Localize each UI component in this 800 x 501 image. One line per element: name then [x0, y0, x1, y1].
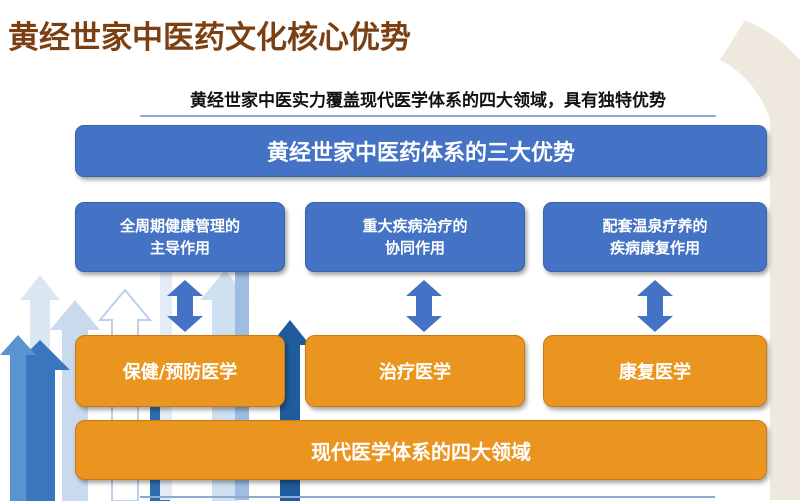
decorative-ring — [720, 20, 800, 500]
advantage-line: 主导作用 — [149, 239, 210, 257]
advantage-box-rehabilitation: 配套温泉疗养的疾病康复作用 — [543, 202, 767, 272]
advantage-box-health-management: 全周期健康管理的主导作用 — [75, 202, 285, 272]
advantage-line: 协同作用 — [384, 239, 445, 257]
advantage-line: 配套温泉疗养的 — [602, 217, 708, 235]
double-arrow-icon — [637, 280, 673, 332]
slide-title: 黄经世家中医药文化核心优势 — [8, 20, 411, 56]
double-arrow-icon — [406, 280, 442, 332]
slide-subtitle: 黄经世家中医实力覆盖现代医学体系的四大领域，具有独特优势 — [140, 86, 716, 117]
three-advantages-banner: 黄经世家中医药体系的三大优势 — [75, 125, 767, 177]
advantage-line: 重大疾病治疗的 — [362, 217, 468, 235]
domain-box-rehabilitation: 康复医学 — [543, 335, 767, 407]
advantage-line: 全周期健康管理的 — [119, 217, 240, 235]
double-arrow-icon — [167, 280, 203, 332]
four-domains-base: 现代医学体系的四大领域 — [75, 420, 767, 480]
domain-box-treatment: 治疗医学 — [305, 335, 525, 407]
domain-box-prevention: 保健/预防医学 — [75, 335, 285, 407]
advantage-box-disease-treatment: 重大疾病治疗的协同作用 — [305, 202, 525, 272]
advantage-line: 疾病康复作用 — [609, 239, 700, 257]
